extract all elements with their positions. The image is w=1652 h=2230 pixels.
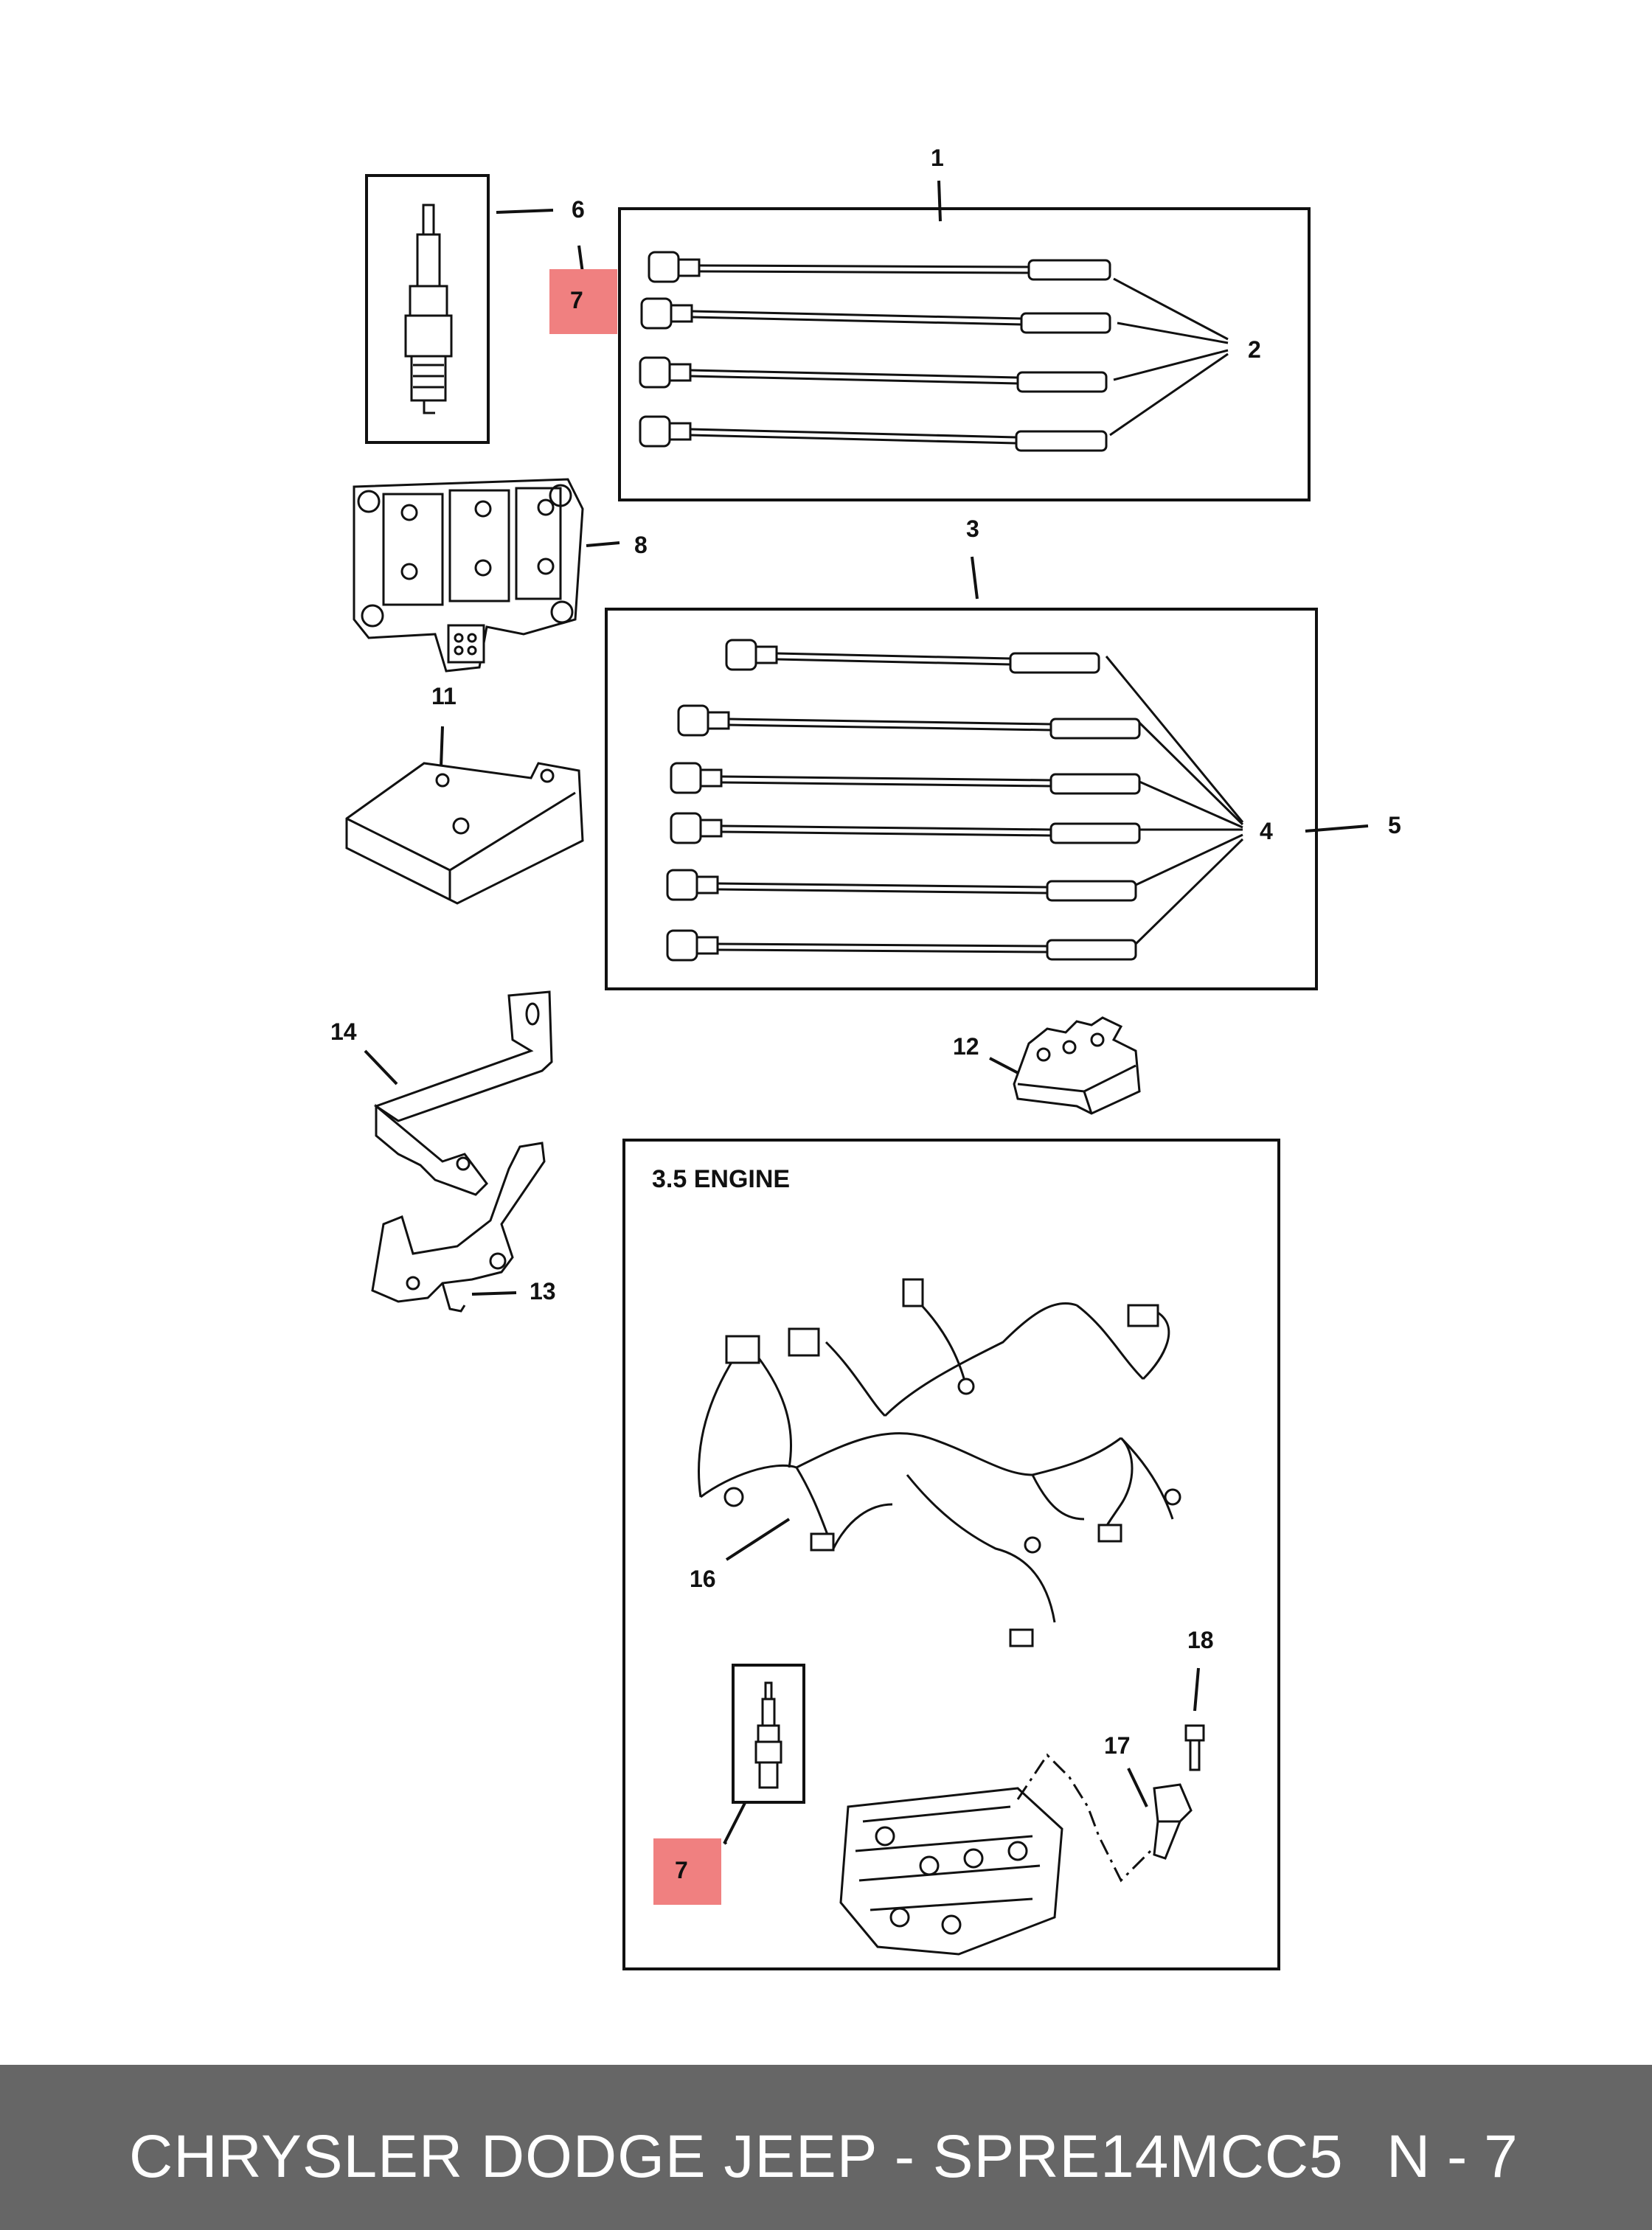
callout-7-top: 7 (570, 287, 583, 313)
highlight-7-bottom (653, 1838, 721, 1905)
callout-16: 16 (690, 1566, 716, 1592)
ignition-coil-pack (353, 478, 584, 673)
callout-13: 13 (530, 1278, 556, 1305)
callout-3: 3 (966, 515, 979, 542)
highlight-7-top (549, 269, 617, 334)
callout-7-bottom: 7 (675, 1857, 688, 1883)
callout-14: 14 (330, 1018, 357, 1045)
callout-18: 18 (1187, 1627, 1214, 1653)
callout-5: 5 (1388, 812, 1401, 838)
bolt (1184, 1724, 1205, 1771)
ignition-wires-6 (666, 639, 1141, 962)
spark-plug-icon (404, 204, 453, 414)
footer-page-number: N - 7 (1386, 2123, 1518, 2190)
bracket-14 (373, 990, 553, 1196)
engine-cylinder-head (839, 1787, 1063, 1956)
callout-8: 8 (634, 532, 648, 558)
wire-set-box-1 (618, 207, 1311, 501)
callout-12: 12 (953, 1033, 979, 1060)
ignition-coil (1153, 1783, 1193, 1860)
engine-3-5-box (622, 1139, 1280, 1970)
callout-6: 6 (572, 196, 585, 223)
callout-4: 4 (1260, 818, 1273, 844)
callout-17: 17 (1104, 1732, 1131, 1759)
callout-1: 1 (931, 145, 944, 171)
wire-clip (1013, 1016, 1141, 1115)
callout-2: 2 (1248, 336, 1261, 363)
coil-bracket (345, 762, 584, 905)
engine-box-title: 3.5 ENGINE (652, 1165, 790, 1193)
wire-set-box-3 (605, 608, 1318, 990)
bracket-13 (371, 1142, 546, 1313)
ignition-wires-4 (639, 251, 1111, 452)
footer-bar: CHRYSLER DODGE JEEP - SPRE14MCC5 N - 7 (0, 2065, 1652, 2230)
callout-11: 11 (431, 683, 457, 709)
parts-diagram: 6 7 1 (330, 145, 1401, 1970)
spark-plug-box-small (732, 1664, 805, 1804)
spark-plug-box (365, 174, 490, 444)
spark-plug-small-icon (754, 1681, 782, 1789)
wiring-harness (698, 1278, 1181, 1647)
footer-title: CHRYSLER DODGE JEEP - SPRE14MCC5 (129, 2123, 1344, 2190)
